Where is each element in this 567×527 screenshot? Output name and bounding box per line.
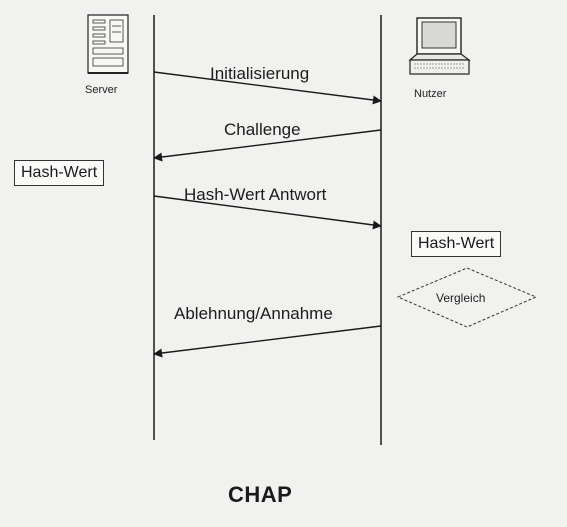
vergleich-decision-shape xyxy=(396,267,538,328)
arrow-ablehnung-annahme xyxy=(153,325,382,358)
laptop-icon xyxy=(408,17,471,75)
message-initialisierung: Initialisierung xyxy=(210,64,310,83)
arrow-initialisierung xyxy=(153,71,382,105)
message-ablehnung-annahme: Ablehnung/Annahme xyxy=(174,304,333,323)
server-label: Server xyxy=(85,84,118,96)
client-hash-wert-box: Hash-Wert xyxy=(411,231,502,257)
client-label: Nutzer xyxy=(414,88,447,100)
decision-label: Vergleich xyxy=(436,291,486,305)
message-hash-wert-antwort: Hash-Wert Antwort xyxy=(184,185,327,204)
server-hash-wert-box: Hash-Wert xyxy=(14,160,105,186)
server-tower-icon xyxy=(87,14,129,74)
arrow-challenge xyxy=(153,129,382,162)
arrow-hash-wert-antwort xyxy=(153,195,382,230)
diagram-title: CHAP xyxy=(228,482,293,507)
message-challenge: Challenge xyxy=(224,120,301,139)
